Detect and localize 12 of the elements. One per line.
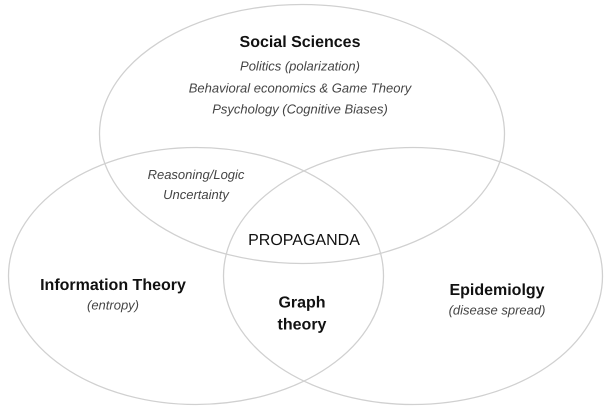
set-topic: (disease spread) bbox=[448, 304, 546, 318]
set-title: Epidemiolgy bbox=[449, 282, 545, 300]
set-topic: Politics (polarization) bbox=[240, 60, 360, 74]
set-topic: (entropy) bbox=[86, 298, 140, 314]
overlap-title: Graph theory bbox=[276, 294, 328, 336]
set-topic: Behavioral economics & Game Theory bbox=[188, 82, 412, 96]
overlap-topic: Reasoning/Logic bbox=[148, 166, 244, 184]
set-topic: Psychology (Cognitive Biases) bbox=[212, 102, 388, 118]
set-title: Social Sciences bbox=[240, 34, 360, 52]
set-title: Information Theory bbox=[40, 276, 186, 296]
center-label: PROPAGANDA bbox=[248, 230, 360, 251]
overlap-topic: Uncertainty bbox=[163, 186, 229, 204]
